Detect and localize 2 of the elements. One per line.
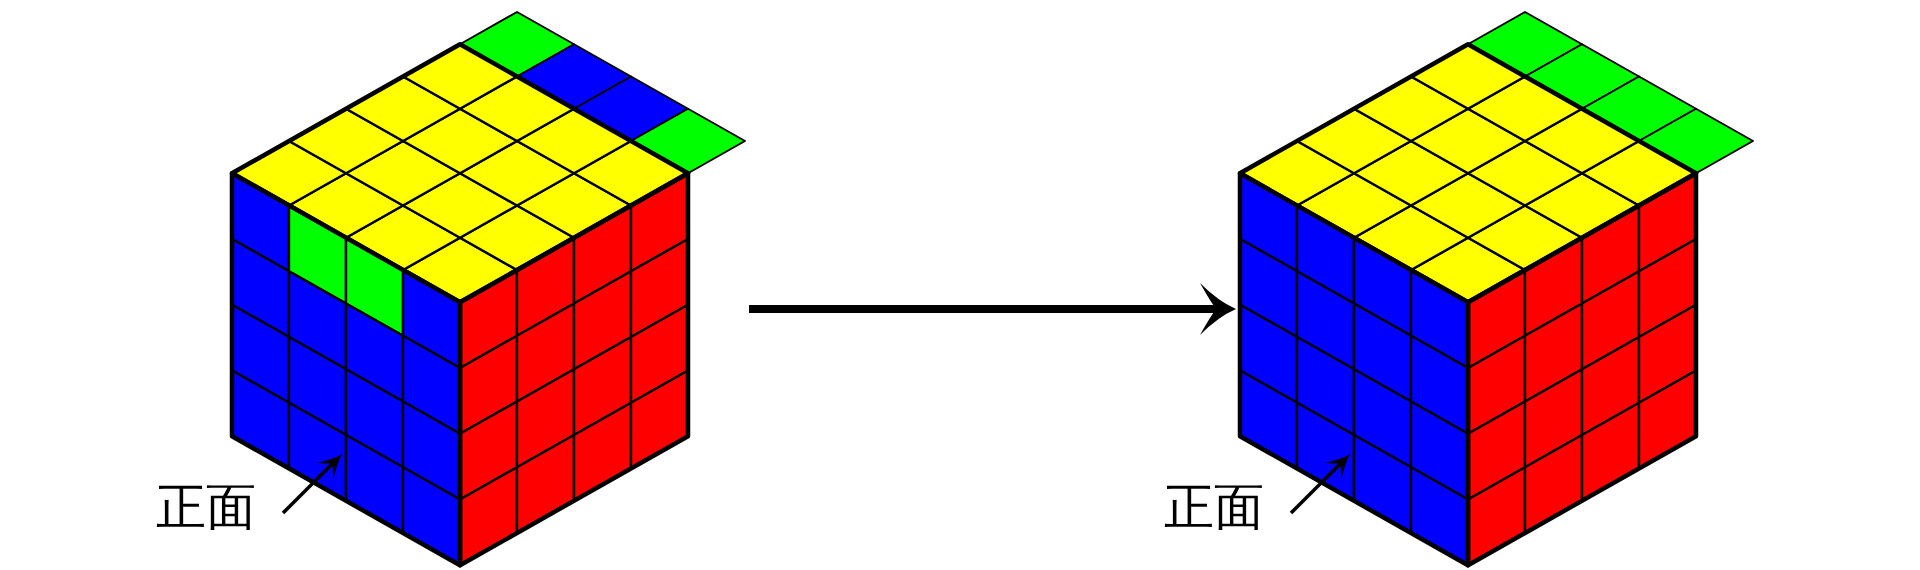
callout-label: 正面 — [1164, 482, 1264, 532]
callout-label: 正面 — [156, 482, 256, 532]
